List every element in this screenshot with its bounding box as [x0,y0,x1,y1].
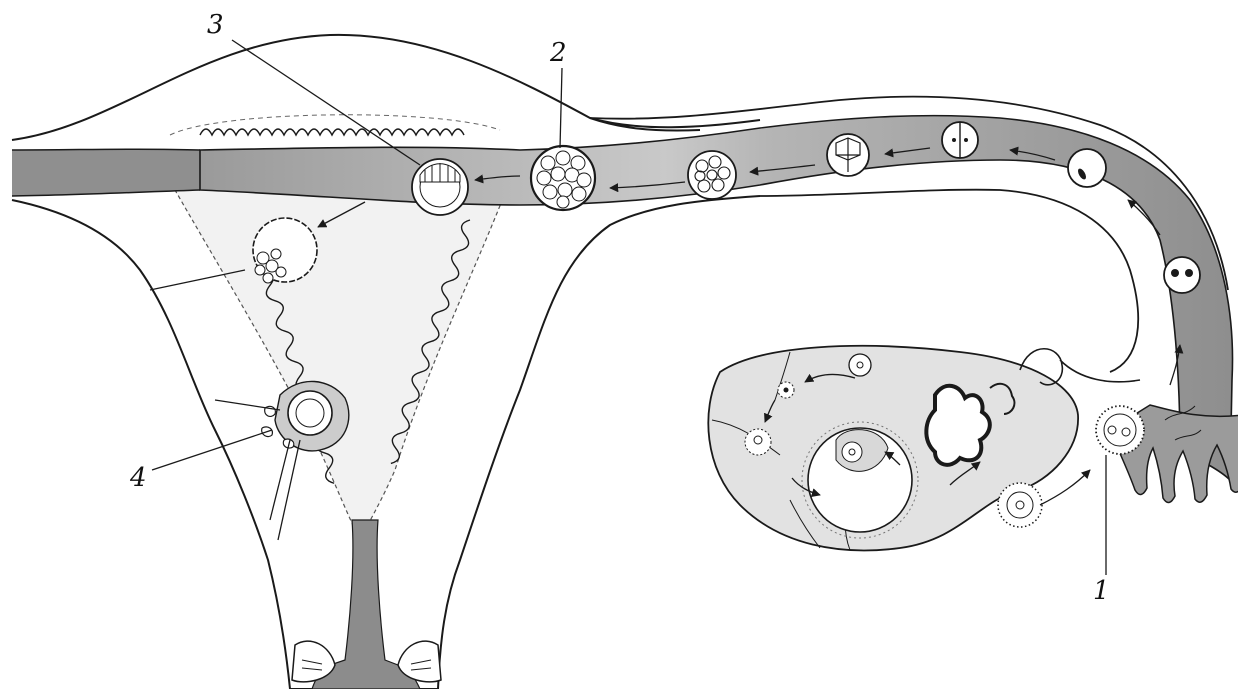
label-4: 4 [130,465,147,491]
left-tube-shaded [12,149,200,196]
uterus-outer-wall [12,35,760,140]
zygote [1068,149,1106,187]
label-3: 3 [207,12,224,38]
fallopian-tube-inner [760,190,1138,372]
endometrium-top [200,129,464,135]
ruptured-follicle [926,386,989,465]
zygote-pronuclei [1164,257,1200,293]
label-1: 1 [1093,578,1110,604]
label-2: 2 [550,40,567,66]
